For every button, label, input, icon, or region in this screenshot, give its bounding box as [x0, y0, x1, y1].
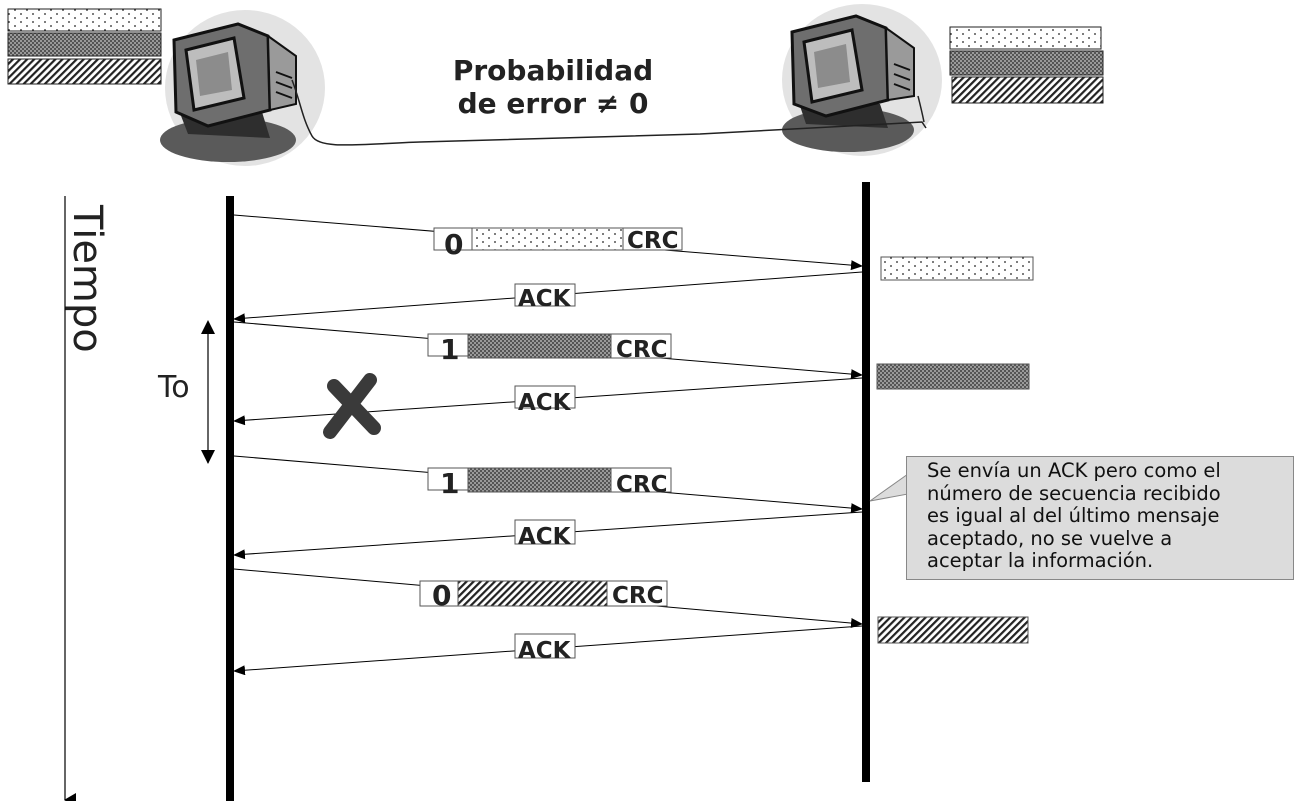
frame-crc-box [610, 333, 672, 359]
buffer-crosshatch [949, 50, 1104, 76]
frame-crc-box [606, 580, 668, 607]
frame-payload [467, 467, 612, 493]
frame-crc-box [610, 467, 672, 493]
ack-4: ACK [233, 625, 863, 676]
ack-3: ACK [233, 511, 863, 560]
title-line-2: de error ≠ 0 [458, 87, 649, 120]
callout-pointer [869, 473, 909, 502]
frame-payload [457, 580, 608, 607]
timeout-arrow-down [201, 450, 215, 464]
frame-seq-number: 0 [444, 228, 463, 261]
ack-box [514, 519, 576, 545]
data-frame-1: 0 CRC [233, 214, 863, 271]
received-frame-2 [876, 363, 1030, 390]
frame-payload [467, 333, 612, 359]
frame-seq-number: 1 [440, 467, 459, 500]
frame-crc-box [622, 227, 683, 251]
received-frame-4 [877, 616, 1029, 644]
buffer-dots [949, 26, 1102, 50]
frame-crc-label: CRC [612, 583, 663, 609]
buffer-diagonal [7, 58, 162, 85]
title-line-1: Probabilidad [453, 54, 653, 87]
frame-crc-label: CRC [627, 228, 678, 254]
received-frame-1 [880, 256, 1034, 281]
callout-line-3: es igual al del último mensaje [927, 504, 1220, 528]
frame-seq-number: 1 [440, 333, 459, 366]
duplicate-frame-callout: Se envía un ACK pero como el número de s… [906, 456, 1294, 580]
buffer-crosshatch [7, 32, 162, 57]
sender-buffer-stack [7, 8, 162, 85]
timeout-arrow-up [201, 320, 215, 334]
data-frame-2: 1 CRC [233, 321, 863, 380]
callout-line-4: aceptado, no se vuelve a [927, 526, 1173, 550]
time-axis-label: Tiempo [64, 204, 110, 353]
frame-crc-label: CRC [616, 337, 667, 363]
frame-payload [471, 227, 624, 251]
callout-line-1: Se envía un ACK pero como el [927, 459, 1221, 482]
ack-label: ACK [518, 524, 572, 550]
buffer-diagonal [951, 76, 1104, 104]
frame-crc-label: CRC [616, 472, 667, 498]
network-cable [291, 79, 927, 146]
ack-label: ACK [518, 286, 572, 312]
sender-computer-icon [160, 10, 325, 166]
receiver-buffer-stack [949, 26, 1104, 104]
callout-line-5: aceptar la información. [927, 549, 1154, 573]
data-frame-3-retransmission: 1 CRC [233, 455, 863, 514]
receiver-computer-icon [782, 4, 942, 156]
buffer-dots [7, 8, 162, 32]
timeout-label: To [157, 370, 190, 405]
frame-seq-box [419, 580, 459, 607]
ack-box [514, 385, 576, 409]
ack-2-lost: ACK [233, 377, 863, 426]
ack-label: ACK [518, 638, 572, 664]
ack-box [514, 633, 576, 659]
callout-line-2: número de secuencia recibido [927, 481, 1221, 505]
data-frame-4: 0 CRC [233, 568, 863, 629]
ack-box [514, 283, 576, 307]
ack-label: ACK [518, 390, 572, 416]
lost-ack-x-mark [323, 373, 381, 439]
frame-seq-number: 0 [432, 579, 451, 612]
ack-1: ACK [233, 271, 863, 324]
